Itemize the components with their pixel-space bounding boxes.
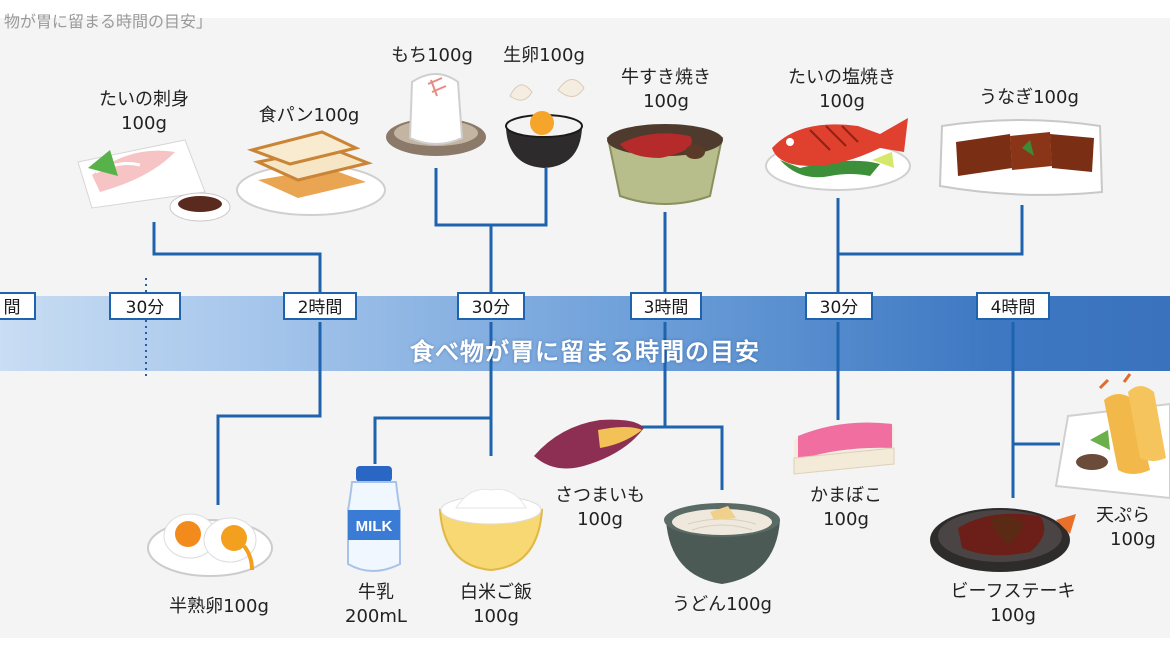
food-amount: 100g bbox=[1110, 529, 1156, 550]
food-label-sea-bream-sashimi: たいの刺身 100g bbox=[84, 88, 204, 136]
food-name: ビーフステーキ bbox=[950, 581, 1076, 602]
connector-bottom-4h bbox=[1011, 322, 1060, 498]
tick-2hours: 2時間 bbox=[283, 292, 357, 320]
food-name: 白米ご飯 bbox=[460, 582, 532, 603]
mochi-icon bbox=[386, 73, 486, 156]
food-name: さつまいも bbox=[555, 485, 645, 506]
food-name: 牛乳 bbox=[358, 582, 394, 603]
food-amount: 100g bbox=[990, 605, 1036, 626]
tick-30min: 30分 bbox=[457, 292, 525, 320]
tick-30min: 30分 bbox=[805, 292, 873, 320]
food-label-white-rice: 白米ご飯 100g bbox=[440, 581, 552, 629]
food-amount: 100g bbox=[121, 113, 167, 134]
food-name: たいの塩焼き bbox=[788, 67, 896, 88]
food-amount: 100g bbox=[643, 91, 689, 112]
food-label-tempura: 天ぷら 100g bbox=[1096, 504, 1170, 552]
food-label-sukiyaki: 牛すき焼き 100g bbox=[604, 66, 728, 114]
food-label-sweet-potato: さつまいも 100g bbox=[538, 484, 662, 532]
tick-4hours: 4時間 bbox=[976, 292, 1050, 320]
connector-bottom-30m bbox=[373, 322, 493, 464]
food-label-udon: うどん100g bbox=[672, 594, 772, 615]
food-name: かまぼこ bbox=[810, 485, 882, 506]
food-label-bread: 食パン100g bbox=[258, 105, 360, 126]
timeline-band bbox=[0, 296, 1170, 371]
top-caption: 物が胃に留まる時間の目安」 bbox=[4, 12, 213, 31]
milk-bottle-icon: MILK bbox=[347, 466, 401, 572]
diagram-title: 食べ物が胃に留まる時間の目安 bbox=[410, 338, 760, 366]
kamaboko-icon bbox=[793, 422, 895, 475]
rice-bowl-icon bbox=[438, 488, 544, 572]
food-label-raw-egg: 生卵100g bbox=[503, 45, 585, 66]
sukiyaki-icon bbox=[606, 124, 724, 205]
food-label-beef-steak: ビーフステーキ 100g bbox=[938, 580, 1088, 628]
connector-bottom-2h bbox=[216, 322, 322, 505]
food-label-milk: 牛乳 200mL bbox=[330, 581, 422, 629]
raw-egg-icon bbox=[505, 79, 585, 168]
milk-label: MILK bbox=[356, 518, 393, 535]
connector-top-30m-b bbox=[836, 198, 1024, 292]
tick-3hours: 3時間 bbox=[630, 292, 702, 320]
connector-top-30m bbox=[434, 168, 548, 292]
food-label-eel: うなぎ100g bbox=[979, 87, 1079, 108]
steak-icon bbox=[930, 508, 1076, 572]
food-label-soft-boiled-egg: 半熟卵100g bbox=[169, 596, 269, 617]
tick-hour: 間 bbox=[0, 292, 36, 320]
food-amount: 100g bbox=[819, 91, 865, 112]
food-name: 天ぷら bbox=[1096, 505, 1150, 526]
food-amount: 100g bbox=[823, 509, 869, 530]
grilled-fish-icon bbox=[765, 118, 911, 191]
connector-top-2h bbox=[152, 222, 322, 292]
tempura-icon bbox=[1054, 373, 1170, 500]
soft-boiled-egg-icon bbox=[147, 513, 273, 577]
food-name: たいの刺身 bbox=[99, 89, 189, 110]
food-name: 牛すき焼き bbox=[621, 67, 711, 88]
bread-icon bbox=[236, 130, 386, 216]
udon-bowl-icon bbox=[664, 503, 780, 584]
food-amount: 100g bbox=[473, 606, 519, 627]
eel-icon bbox=[938, 119, 1104, 196]
sashimi-icon bbox=[77, 139, 231, 222]
food-label-kamaboko: かまぼこ 100g bbox=[790, 484, 902, 532]
food-label-mochi: もち100g bbox=[391, 45, 473, 66]
sweet-potato-icon bbox=[534, 419, 644, 469]
tick-30min: 30分 bbox=[109, 292, 181, 320]
food-amount: 200mL bbox=[345, 606, 407, 627]
food-amount: 100g bbox=[577, 509, 623, 530]
food-label-grilled-sea-bream: たいの塩焼き 100g bbox=[772, 66, 912, 114]
